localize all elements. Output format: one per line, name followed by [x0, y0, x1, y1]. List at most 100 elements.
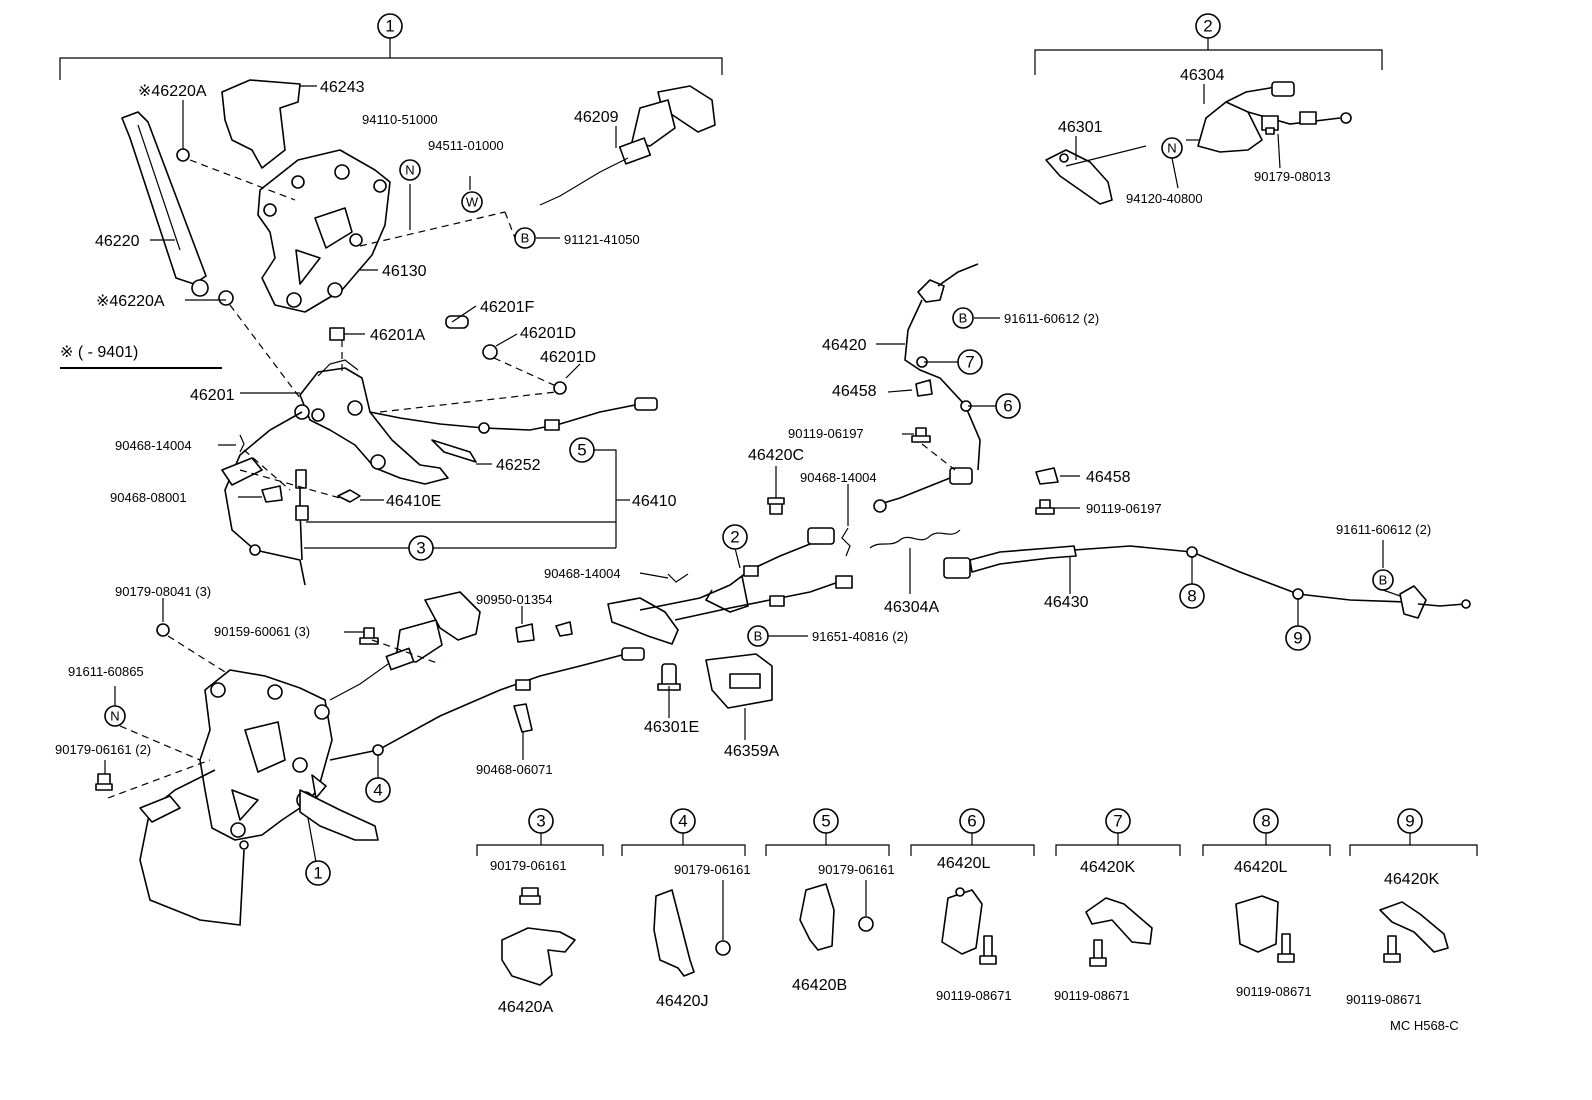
label-91611-60612-a: 91611-60612 (2) — [1004, 311, 1099, 326]
callout-9-main-label: 9 — [1293, 629, 1302, 648]
kit-5-number: 5 — [821, 812, 830, 831]
label-46252: 46252 — [496, 457, 541, 474]
switch-lower — [329, 591, 481, 701]
pin-46410E — [337, 489, 361, 503]
callout-1-lower — [305, 860, 331, 886]
bracket-46130 — [257, 149, 391, 313]
kit-6-number: 6 — [967, 812, 976, 831]
kit-5-bolt-label: 90179-06161 — [818, 862, 895, 877]
bushing-46220A-top — [176, 148, 190, 162]
label-94511-01000: 94511-01000 — [428, 138, 504, 153]
kit-4-nut — [715, 940, 731, 956]
kit-8-clamp — [1235, 895, 1279, 953]
label-46201D-2: 46201D — [540, 349, 596, 366]
switch-46209 — [539, 85, 716, 206]
callout-3-main-label: 3 — [416, 539, 425, 558]
label-90179-08013: 90179-08013 — [1254, 169, 1331, 184]
callout-5-main-label: 5 — [577, 441, 586, 460]
clip-90468-08001 — [261, 485, 283, 503]
kit-9-part-label: 46420K — [1384, 871, 1439, 888]
pad-46252 — [431, 439, 477, 463]
clip-46458-a — [915, 379, 933, 397]
label-46220A-top: ※46220A — [138, 83, 207, 100]
callout-4-main-label: 4 — [373, 781, 382, 800]
symbol-n-94120 — [1161, 137, 1183, 159]
label-46301: 46301 — [1058, 119, 1103, 136]
label-46458-a: 46458 — [832, 383, 877, 400]
callout-4-main — [365, 777, 391, 803]
symbol-circles: N W B N B B B N — [104, 137, 1394, 727]
callout-3-main — [408, 535, 434, 561]
label-46304: 46304 — [1180, 67, 1225, 84]
label-46243: 46243 — [320, 79, 365, 96]
symbol-n-94120-label: N — [1167, 141, 1176, 156]
equalizer-area — [607, 527, 853, 645]
guide-46359A — [705, 653, 773, 709]
callout-6-main — [995, 393, 1021, 419]
nut-90179-08013 — [1261, 115, 1279, 135]
kit-4: 4 90179-06161 46420J — [621, 808, 751, 1010]
kit-3-part-label: 46420A — [498, 999, 553, 1016]
kit-5: 5 90179-06161 46420B — [765, 808, 895, 994]
clip-90468-06071 — [513, 703, 533, 733]
label-46458-b: 46458 — [1086, 469, 1131, 486]
kit-7: 7 46420K 90119-08671 — [1054, 808, 1181, 1003]
label-90468-14004-b: 90468-14004 — [544, 566, 621, 581]
kit-4-part-label: 46420J — [656, 993, 709, 1010]
label-90119-06197-b: 90119-06197 — [1086, 501, 1162, 516]
diagram-code: MC H568-C — [1390, 1018, 1459, 1033]
lever-46201 — [294, 359, 449, 485]
callout-7-main-label: 7 — [965, 353, 974, 372]
label-46359A: 46359A — [724, 743, 779, 760]
kit-9-clamp — [1379, 901, 1449, 953]
symbol-b-91121-label: B — [521, 231, 530, 246]
cable-lower — [329, 654, 623, 761]
label-94120-40800: 94120-40800 — [1126, 191, 1203, 206]
spring-46304A — [869, 529, 961, 549]
clip-46458-b — [1035, 467, 1059, 485]
part-labels: ※46220A 46243 94110-51000 94511-01000 46… — [55, 67, 1431, 777]
label-46420C: 46420C — [748, 447, 804, 464]
cable-46304 — [1197, 81, 1352, 153]
callout-2-top-label: 2 — [1203, 17, 1212, 36]
label-46410E: 46410E — [386, 493, 441, 510]
callout-2-top — [1195, 13, 1221, 39]
cable-46420 — [873, 263, 981, 513]
label-91611-60865: 91611-60865 — [68, 664, 144, 679]
group-1-bracket: 1 — [59, 13, 723, 80]
callout-9-main — [1285, 625, 1311, 651]
clip-90950-b — [555, 621, 573, 637]
callout-1-top-label: 1 — [385, 17, 394, 36]
kit-3-bolt-label: 90179-06161 — [490, 858, 567, 873]
kit-7-bolt-label: 90119-08671 — [1054, 988, 1130, 1003]
kit-3: 3 90179-06161 46420A — [476, 808, 604, 1016]
bushing-46220A-bottom — [218, 290, 234, 306]
clip-90468-14004-c — [841, 527, 851, 557]
symbol-n-94110 — [399, 159, 421, 181]
label-90468-14004-c: 90468-14004 — [800, 470, 877, 485]
symbol-b-91651-label: B — [754, 629, 763, 644]
label-46220A-bottom: ※46220A — [96, 293, 165, 310]
symbol-n-91611 — [104, 705, 126, 727]
callout-8-main-label: 8 — [1187, 587, 1196, 606]
callout-6-main-label: 6 — [1003, 397, 1012, 416]
kit-7-part-label: 46420K — [1080, 859, 1135, 876]
kit-5-clamp — [799, 883, 835, 951]
label-46201A: 46201A — [370, 327, 425, 344]
kit-9-number: 9 — [1405, 812, 1414, 831]
kit-4-number: 4 — [678, 812, 687, 831]
label-90179-06161-2: 90179-06161 (2) — [55, 742, 151, 757]
kit-5-nut — [858, 916, 874, 932]
label-46410: 46410 — [632, 493, 677, 510]
kit-9-bolt — [1383, 935, 1401, 963]
symbol-w-94511 — [461, 191, 483, 213]
kit-5-part-label: 46420B — [792, 977, 847, 994]
kit-7-bolt — [1089, 939, 1107, 967]
kit-3-clamp — [501, 927, 576, 986]
label-90468-08001: 90468-08001 — [110, 490, 187, 505]
dashed-lines — [107, 159, 956, 799]
leader-lines — [104, 84, 1401, 863]
callout-8-main — [1179, 583, 1205, 609]
label-46304A: 46304A — [884, 599, 939, 616]
